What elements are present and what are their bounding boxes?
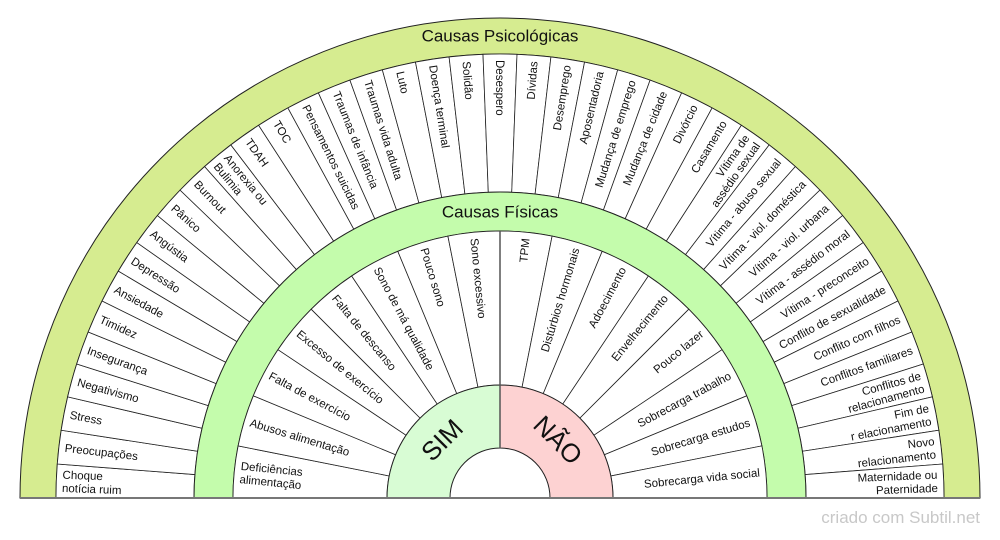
psych-slice-label: Luto [393,70,410,95]
answer-yes-sector[interactable] [386,384,501,499]
psych-slice-label: Maternidade ouPaternidade [857,470,938,498]
psych-slice-label: Dívidas [526,61,541,100]
watermark: criado com Subtil.net [821,508,980,527]
psych-slice-label: Desespero [493,60,505,116]
physical-title: Causas Físicas [442,203,558,222]
answer-no-sector[interactable] [499,384,614,499]
psych-slice-label: Solidão [459,61,474,100]
psychological-slices: Choquenotícia ruimPreocupaçõesStressNega… [55,53,945,499]
psych-slice-label: Choquenotícia ruim [62,470,122,497]
psychological-title: Causas Psicológicas [422,27,579,46]
phys-slice-label: TPM [518,238,532,263]
